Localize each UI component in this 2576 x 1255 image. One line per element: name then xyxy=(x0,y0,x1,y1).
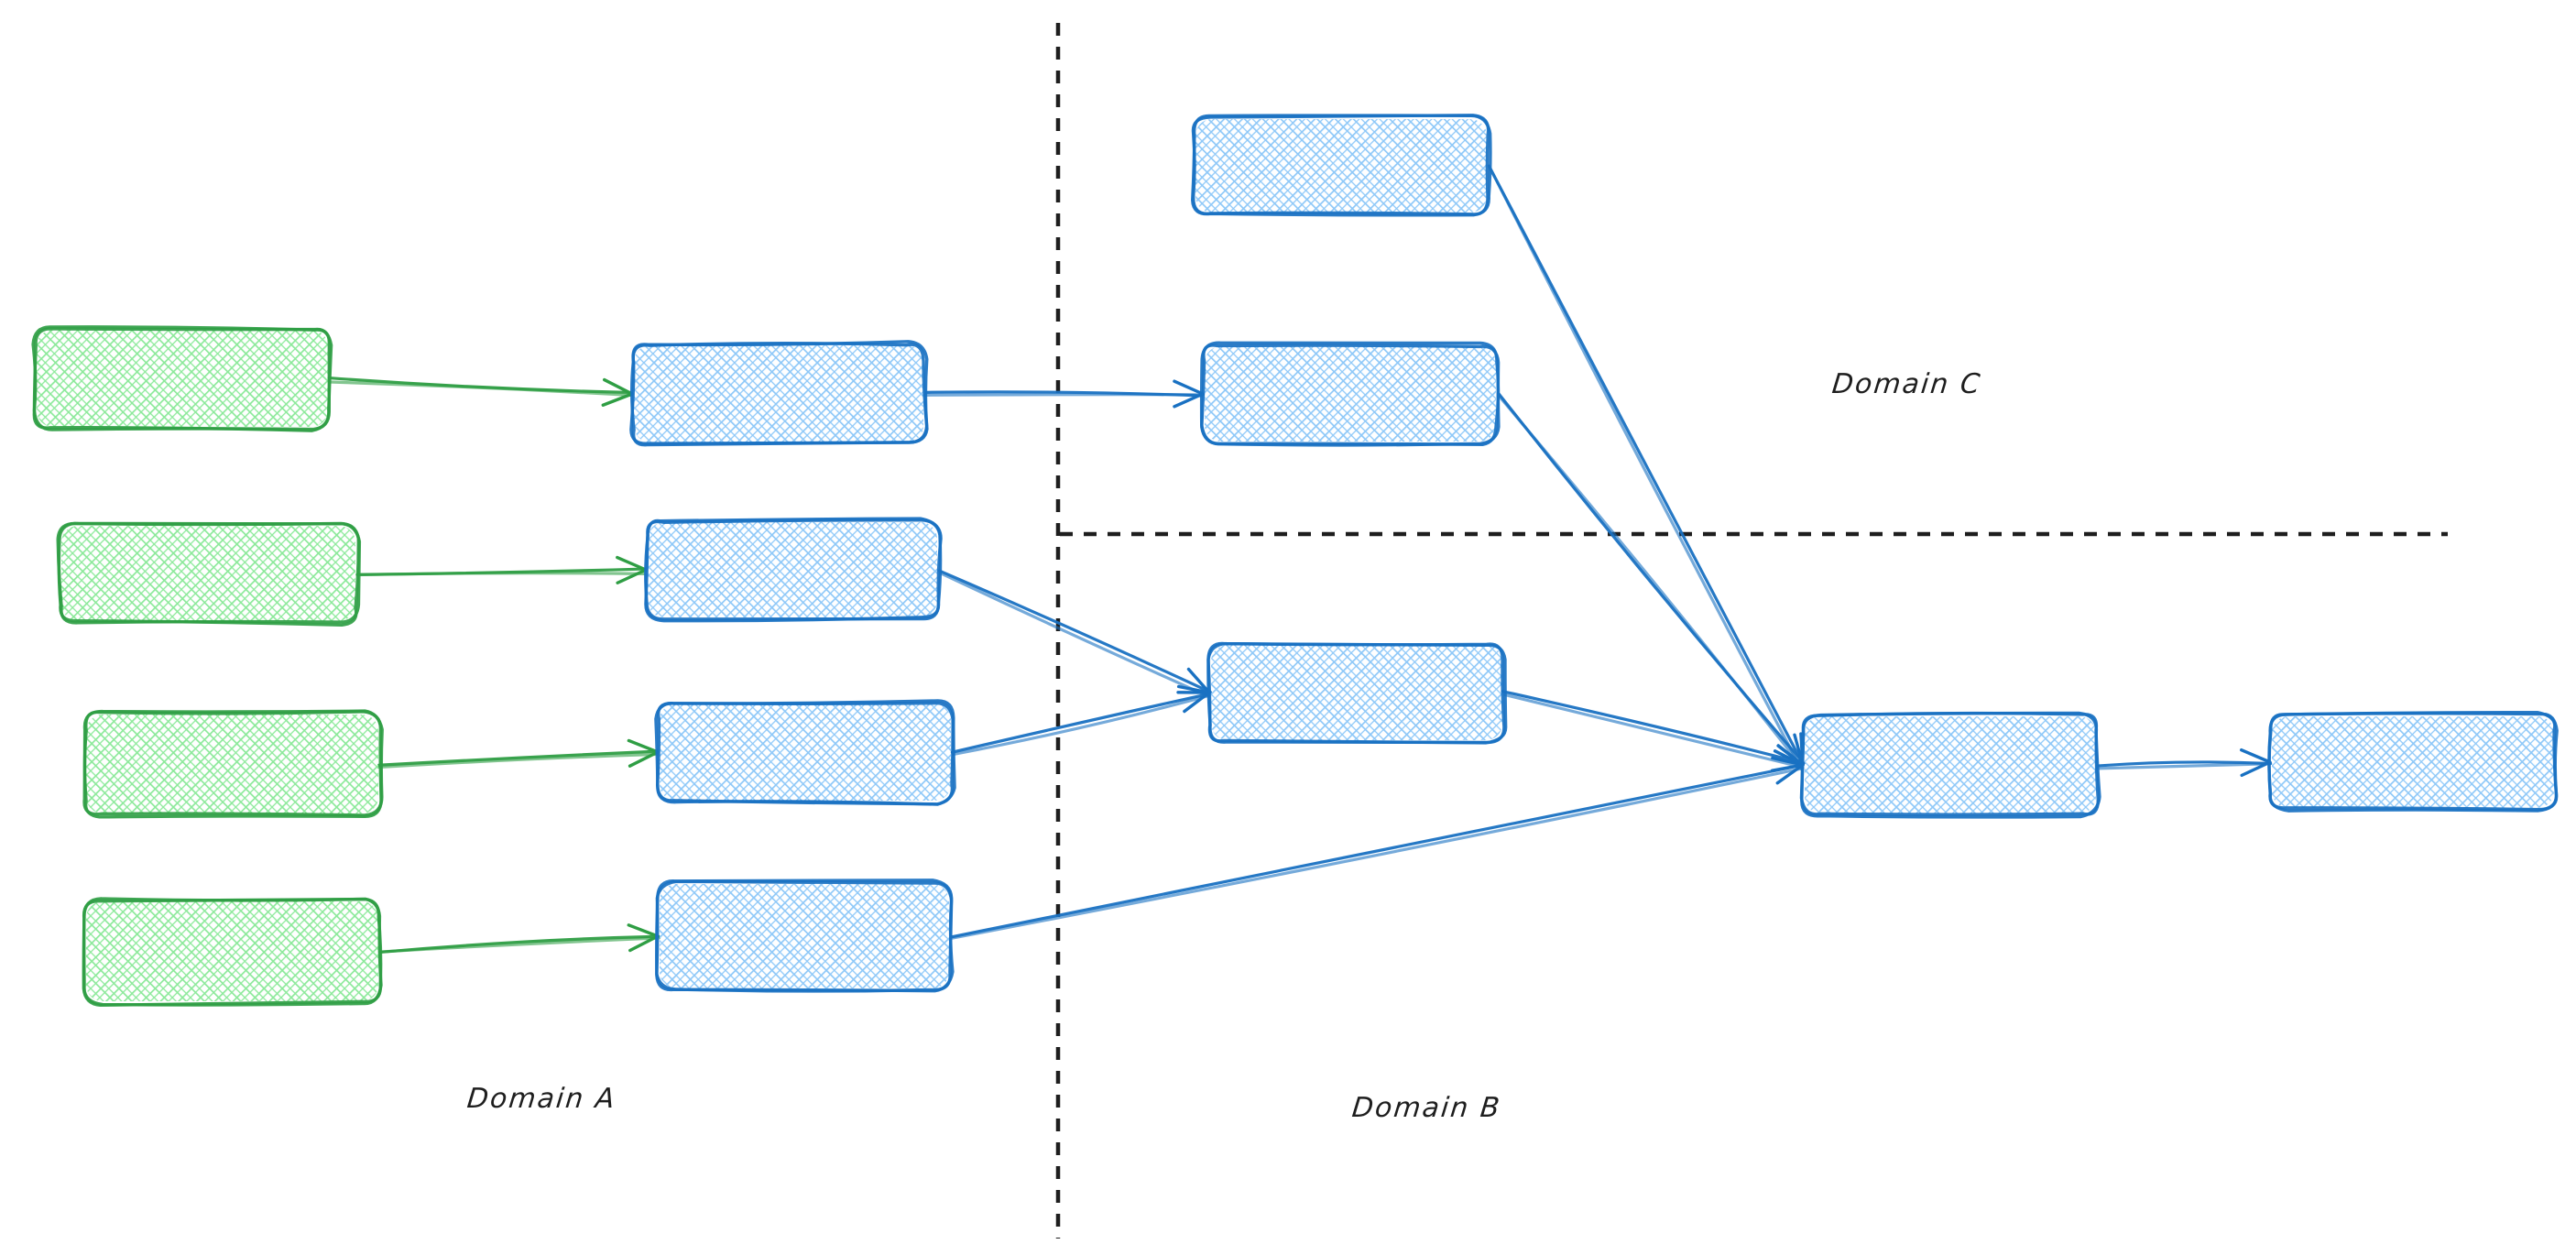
edge-line xyxy=(2095,762,2272,770)
node-b2[interactable] xyxy=(644,517,943,623)
node-fill-cross xyxy=(1205,346,1496,442)
node-outline xyxy=(56,521,362,625)
edge-line xyxy=(923,393,1205,397)
node-outline xyxy=(31,325,332,431)
edge-line xyxy=(950,693,1210,754)
edge-a2-to-b2 xyxy=(355,555,648,584)
domain-b-label: Domain B xyxy=(1350,1092,1503,1124)
node-b3[interactable] xyxy=(654,699,956,806)
node-b4[interactable] xyxy=(655,878,955,993)
node-fill-cross xyxy=(660,884,949,988)
edge-line xyxy=(355,571,647,577)
node-c3[interactable] xyxy=(1206,641,1508,745)
edge-line xyxy=(327,380,632,398)
node-outline xyxy=(644,517,943,623)
node-outline xyxy=(82,897,383,1008)
edge-line xyxy=(939,572,1209,698)
edge-line xyxy=(950,763,1804,939)
node-fill-cross xyxy=(1211,645,1502,740)
node-outline xyxy=(1199,341,1501,447)
edge-line xyxy=(327,376,632,395)
domain-c-label: Domain C xyxy=(1830,368,1983,400)
node-fill-cross xyxy=(1195,119,1487,213)
edge-line xyxy=(1501,690,1806,765)
node-c2[interactable] xyxy=(1199,341,1501,447)
node-a4[interactable] xyxy=(82,897,383,1008)
node-outline xyxy=(2267,712,2559,812)
node-outline xyxy=(629,342,929,447)
node-fill-cross xyxy=(86,901,378,1001)
domain-a-label: Domain A xyxy=(465,1083,618,1115)
edge-line xyxy=(377,749,660,767)
edge-b1-to-c2 xyxy=(923,379,1205,409)
node-outline xyxy=(1206,641,1506,745)
edge-layer xyxy=(327,164,2273,955)
node-d1[interactable] xyxy=(1799,711,2101,819)
node-a1[interactable] xyxy=(31,325,333,432)
edge-a3-to-b3 xyxy=(377,738,660,769)
node-a3[interactable] xyxy=(82,709,384,819)
edge-b2-to-c3 xyxy=(937,569,1212,698)
edge-c2-to-d1 xyxy=(1497,392,1806,768)
edge-d1-to-d2 xyxy=(2095,748,2273,778)
edge-line xyxy=(377,936,661,954)
edge-line xyxy=(1503,693,1804,769)
node-outline xyxy=(1800,711,2101,819)
node-fill-cross xyxy=(61,526,355,621)
node-fill-cross xyxy=(37,330,328,427)
node-fill-cross xyxy=(86,715,378,813)
edge-line xyxy=(1498,395,1803,768)
node-fill-cross xyxy=(660,704,951,801)
node-layer xyxy=(31,114,2559,1008)
node-fill-cross xyxy=(648,522,937,617)
edge-line xyxy=(937,569,1212,694)
node-outline xyxy=(82,710,383,819)
edge-b4-to-d1 xyxy=(949,756,1805,941)
edge-line xyxy=(377,752,660,769)
node-d2[interactable] xyxy=(2267,711,2559,813)
node-fill-cross xyxy=(634,345,923,442)
edge-line xyxy=(951,693,1211,757)
node-outline xyxy=(1190,114,1492,217)
node-c1[interactable] xyxy=(1190,114,1492,217)
node-fill-cross xyxy=(1805,716,2096,813)
node-outline xyxy=(655,701,955,806)
edge-b3-to-c3 xyxy=(950,684,1211,757)
divider-layer xyxy=(1055,23,2448,1239)
node-outline xyxy=(655,879,954,993)
edge-c3-to-d1 xyxy=(1501,690,1806,772)
edge-c1-to-d1 xyxy=(1487,164,1805,770)
edge-line xyxy=(949,767,1805,941)
edge-line xyxy=(1488,165,1803,770)
edge-a1-to-b1 xyxy=(327,376,634,407)
node-a2[interactable] xyxy=(56,521,362,627)
node-b1[interactable] xyxy=(629,340,929,447)
edge-a4-to-b4 xyxy=(377,923,661,955)
node-fill-cross xyxy=(2272,716,2554,808)
edge-line xyxy=(2095,760,2273,768)
